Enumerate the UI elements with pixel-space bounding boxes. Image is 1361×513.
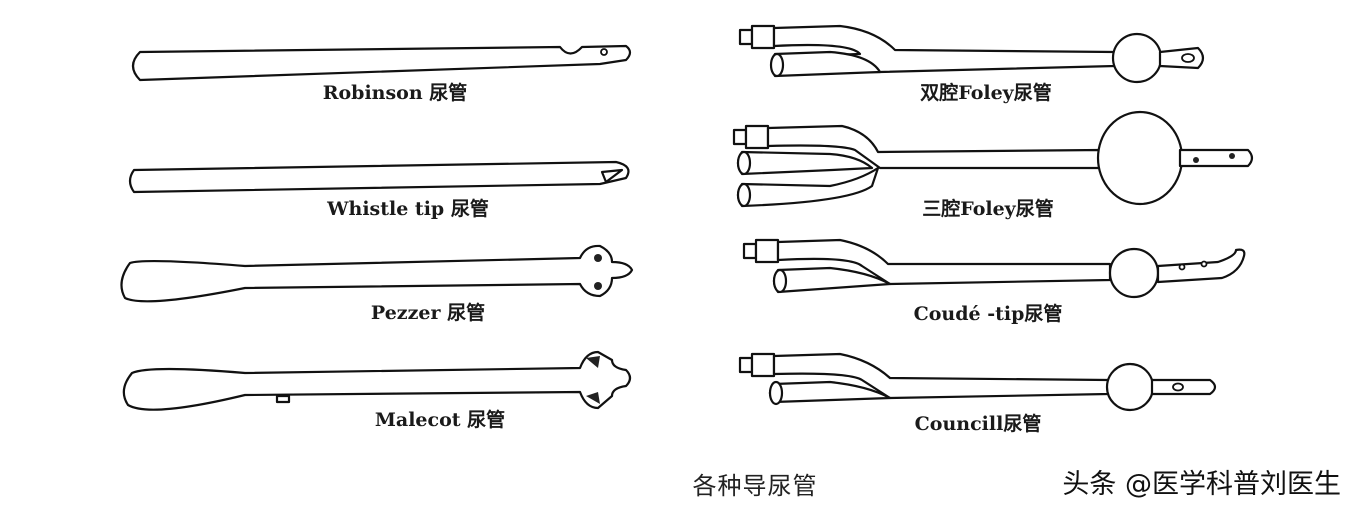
- pezzer-label: Pezzer 尿管: [370, 302, 486, 324]
- two-way-foley-label: 双腔Foley尿管: [920, 82, 1052, 104]
- watermark: 头条 @医学科普刘医生: [1062, 469, 1341, 500]
- councill-label: Councill尿管: [914, 413, 1042, 435]
- coude-tip-label: Coudé -tip尿管: [913, 303, 1063, 325]
- robinson-label: Robinson 尿管: [322, 82, 468, 104]
- malecot-catheter-drawing: [122, 350, 632, 411]
- whistle-tip-catheter-drawing: [128, 160, 630, 194]
- robinson-catheter-drawing: [131, 44, 632, 82]
- coude-tip-catheter-drawing: [742, 238, 1246, 299]
- figure-caption: 各种导尿管: [692, 472, 818, 500]
- two-way-foley-catheter-drawing: [738, 24, 1205, 84]
- three-way-foley-label: 三腔Foley尿管: [922, 198, 1054, 220]
- three-way-foley-catheter-drawing: [732, 110, 1254, 208]
- malecot-label: Malecot 尿管: [374, 409, 506, 431]
- councill-catheter-drawing: [738, 352, 1217, 412]
- whistle-tip-label: Whistle tip 尿管: [327, 198, 489, 220]
- pezzer-catheter-drawing: [120, 244, 634, 303]
